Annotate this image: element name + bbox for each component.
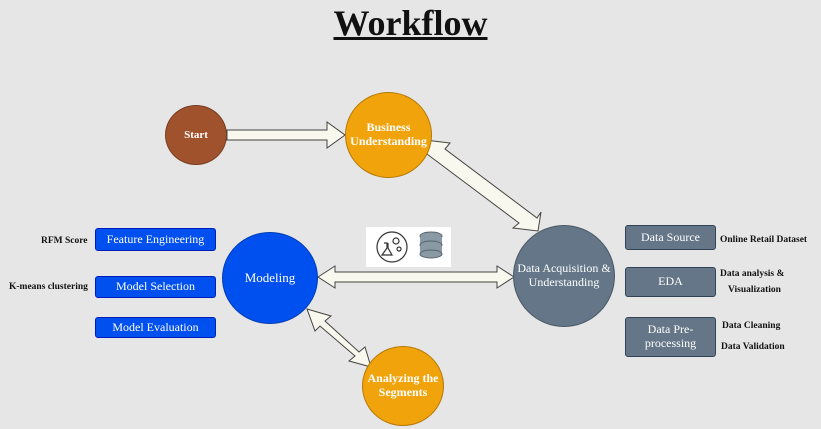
box-model-selection: Model Selection	[95, 276, 216, 298]
arrow-start-to-business	[226, 121, 346, 149]
box-model-evaluation: Model Evaluation	[95, 317, 216, 338]
note-online-retail-dataset: Online Retail Dataset	[720, 235, 808, 245]
note-data-cleaning: Data Cleaning	[722, 321, 781, 331]
note-data-validation: Data Validation	[721, 342, 785, 352]
flask-gears-icon	[376, 231, 408, 263]
page-title: Workflow	[333, 3, 488, 43]
note-rfm-score: RFM Score	[41, 236, 88, 246]
tools-icon-panel	[366, 227, 451, 267]
note-data-analysis: Data analysis &	[720, 269, 785, 279]
icon-strip	[376, 231, 443, 263]
node-business-understanding: Business Understanding	[345, 92, 432, 178]
arrow-modeling-segments	[306, 308, 372, 368]
note-visualization: Visualization	[728, 285, 781, 295]
arrow-business-acquisition	[421, 139, 542, 232]
box-data-preprocessing: Data Pre-processing	[625, 317, 716, 357]
node-data-acquisition: Data Acquisition & Understanding	[513, 225, 615, 327]
node-analyzing-segments: Analyzing the Segments	[362, 346, 444, 426]
note-kmeans: K-means clustering	[9, 282, 88, 292]
box-data-source: Data Source	[625, 225, 716, 250]
node-start: Start	[165, 105, 227, 165]
box-feature-engineering: Feature Engineering	[95, 228, 216, 251]
arrow-modeling-acquisition	[317, 265, 515, 289]
database-icon	[419, 231, 443, 259]
box-eda: EDA	[625, 267, 716, 297]
node-modeling: Modeling	[222, 232, 318, 324]
